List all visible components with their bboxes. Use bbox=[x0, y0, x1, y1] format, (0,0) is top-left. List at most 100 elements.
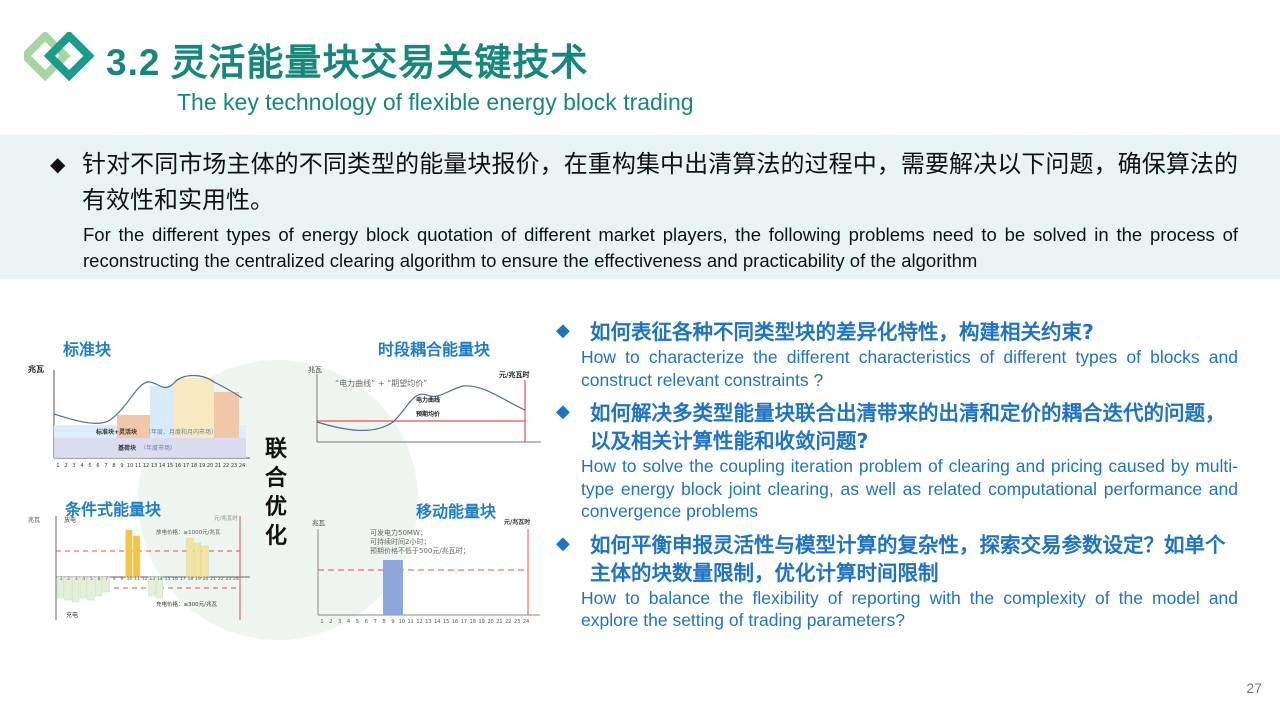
discharge-bar bbox=[201, 545, 209, 578]
x-tick-label: 18 bbox=[470, 619, 476, 625]
charge-bar bbox=[72, 576, 80, 603]
base-load-block bbox=[54, 438, 246, 458]
x-tick-label: 5 bbox=[88, 463, 91, 469]
x-tick-label: 13 bbox=[425, 619, 431, 625]
power-curve-label: 电力曲线 bbox=[416, 396, 440, 404]
x-tick-label: 5 bbox=[90, 576, 93, 582]
diamond-bullet-icon: ◆ bbox=[556, 401, 570, 422]
base-block-label: 基荷块 bbox=[117, 444, 137, 452]
question-item: ◆ 如何平衡申报灵活性与模型计算的复杂性，探索交易参数设定？如单个主体的块数量限… bbox=[556, 531, 1238, 632]
page-number: 27 bbox=[1246, 680, 1262, 696]
x-tick-label: 7 bbox=[105, 576, 108, 582]
x-tick-label: 22 bbox=[223, 463, 229, 469]
charge-bar bbox=[94, 576, 103, 597]
x-tick-label: 6 bbox=[365, 619, 368, 625]
load-curve bbox=[53, 374, 243, 424]
x-tick-label: 4 bbox=[347, 619, 350, 625]
charge-bar bbox=[79, 576, 87, 599]
expected-price-label: 预期均价 bbox=[416, 410, 441, 418]
conditional-block-chart: 兆瓦 放电 元/兆瓦时 放电价格：≥1000元/兆瓦 充电价格：≤300元/兆瓦… bbox=[28, 514, 250, 620]
x-tick-label: 22 bbox=[505, 619, 511, 625]
x-tick-label: 16 bbox=[452, 619, 458, 625]
charge-bar bbox=[155, 576, 163, 599]
x-tick-label: 11 bbox=[408, 619, 414, 625]
x-tick-label: 6 bbox=[96, 463, 99, 469]
x-tick-label: 21 bbox=[215, 463, 221, 469]
x-tick-label: 14 bbox=[434, 619, 440, 625]
question-en: How to balance the flexibility of report… bbox=[581, 587, 1238, 631]
joint-optimization-label: 联合优化 bbox=[265, 437, 288, 549]
x-tick-label: 19 bbox=[478, 619, 484, 625]
x-tick-label: 14 bbox=[157, 576, 163, 582]
title-cn: 灵活能量块交易关键技术 bbox=[170, 41, 589, 84]
note-line-1: 可发电力50MW； bbox=[370, 528, 427, 537]
x-tick-label: 9 bbox=[391, 619, 394, 625]
x-tick-label: 15 bbox=[443, 619, 449, 625]
x-tick-label: 18 bbox=[187, 576, 193, 582]
x-tick-label: 22 bbox=[218, 576, 224, 582]
question-item: ◆ 如何解决多类型能量块联合出清带来的出清和定价的耦合迭代的问题，以及相关计算性… bbox=[556, 399, 1238, 523]
x-tick-label: 1 bbox=[320, 619, 323, 625]
flexible-block-label: 标准块+灵活块 bbox=[95, 428, 138, 436]
x-tick-label: 10 bbox=[399, 619, 405, 625]
x-tick-label: 11 bbox=[134, 576, 140, 582]
panel-title-coupled: 时段耦合能量块 bbox=[378, 340, 491, 359]
x-tick-label: 20 bbox=[487, 619, 493, 625]
x-tick-label: 23 bbox=[226, 576, 232, 582]
panel-title-conditional: 条件式能量块 bbox=[65, 500, 162, 519]
x-tick-label: 13 bbox=[151, 463, 157, 469]
x-tick-label: 1 bbox=[56, 463, 59, 469]
x-tick-label: 2 bbox=[329, 619, 332, 625]
x-tick-label: 16 bbox=[172, 576, 178, 582]
question-en: How to solve the coupling iteration prob… bbox=[581, 456, 1238, 521]
x-tick-label: 3 bbox=[72, 463, 75, 469]
page-subtitle: The key technology of flexible energy bl… bbox=[177, 89, 694, 115]
x-tick-label: 7 bbox=[374, 619, 377, 625]
x-tick-label: 3 bbox=[75, 576, 78, 582]
question-cn: 如何解决多类型能量块联合出清带来的出清和定价的耦合迭代的问题，以及相关计算性能和… bbox=[590, 401, 1226, 453]
x-tick-label: 4 bbox=[80, 463, 83, 469]
x-tick-label: 4 bbox=[82, 576, 85, 582]
x-tick-label: 24 bbox=[523, 619, 529, 625]
charge-price-label: 充电价格：≤300元/兆瓦 bbox=[156, 600, 217, 608]
discharge-bar bbox=[186, 537, 194, 578]
double-diamond-logo-icon bbox=[19, 30, 96, 82]
x-tick-label: 17 bbox=[183, 463, 189, 469]
x-tick-label: 19 bbox=[195, 576, 201, 582]
note-line-2: 可持续时间2小时； bbox=[370, 537, 430, 546]
flexible-block-2 bbox=[150, 386, 174, 438]
x-tick-label: 20 bbox=[203, 576, 209, 582]
question-list: ◆ 如何表征各种不同类型块的差异化特性，构建相关约束? How to chara… bbox=[556, 318, 1238, 640]
intro-block: ◆ 针对不同市场主体的不同类型的能量块报价，在重构集中出清算法的过程中，需要解决… bbox=[50, 146, 1238, 274]
x-tick-label: 8 bbox=[112, 463, 115, 469]
x-tick-label: 17 bbox=[461, 619, 467, 625]
question-cn: 如何平衡申报灵活性与模型计算的复杂性，探索交易参数设定？如单个主体的块数量限制，… bbox=[590, 532, 1226, 585]
coupled-block-chart: 兆瓦 元/兆瓦时 “电力曲线” + “期望均价” 电力曲线 预期均价 bbox=[308, 365, 541, 443]
intro-band bbox=[0, 135, 1280, 279]
flexible-block-3 bbox=[174, 378, 214, 438]
charge-bar bbox=[56, 576, 65, 599]
x-tick-label: 24 bbox=[233, 576, 239, 582]
x-tick-label: 12 bbox=[416, 619, 422, 625]
x-tick-label: 14 bbox=[159, 463, 165, 469]
x-tick-label: 9 bbox=[120, 576, 123, 582]
charge-bar bbox=[102, 576, 110, 593]
discharge-bar bbox=[193, 542, 202, 578]
x-tick-label: 20 bbox=[207, 463, 213, 469]
flexible-block-4 bbox=[214, 392, 239, 438]
x-tick-label: 8 bbox=[382, 619, 385, 625]
y-unit-label: 兆瓦 bbox=[312, 518, 326, 527]
mobile-block-chart: 兆瓦 元/兆瓦时 可发电力50MW； 可持续时间2小时； 预期价格不低于500元… bbox=[312, 518, 540, 625]
y-unit-label: 兆瓦 bbox=[28, 516, 40, 524]
conditional-bars bbox=[56, 529, 209, 603]
discharge-bar bbox=[133, 535, 141, 578]
charge-bar bbox=[64, 576, 72, 601]
y2-unit-label: 元/兆瓦时 bbox=[504, 518, 530, 526]
x-tick-label: 15 bbox=[167, 463, 173, 469]
formula-label: “电力曲线” + “期望均价” bbox=[335, 378, 427, 388]
base-block-note: （年度市场） bbox=[140, 444, 176, 452]
